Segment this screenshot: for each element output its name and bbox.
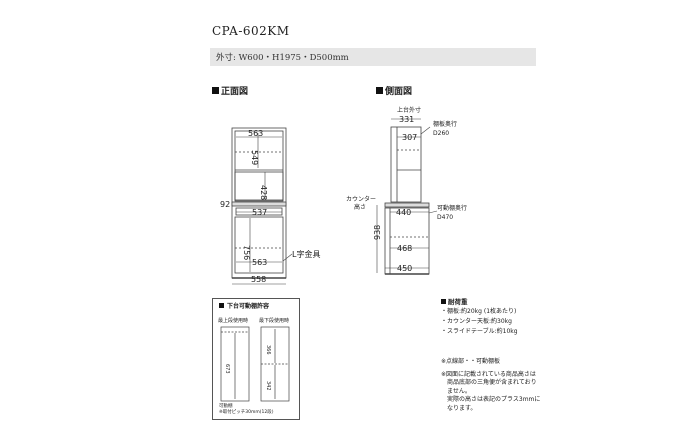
side-dim-counter-height: 938 bbox=[373, 225, 382, 240]
shelf-box-dim1: 673 bbox=[224, 364, 230, 374]
shelf-box-title: 下台可動棚許容 bbox=[227, 302, 269, 310]
front-view-drawing bbox=[231, 127, 287, 279]
outer-size-text: 外寸: W600・H1975・D500mm bbox=[216, 53, 349, 63]
side-dim-lower-depth-2: 450 bbox=[397, 264, 412, 273]
side-shelf-depth-value: D260 bbox=[433, 130, 449, 137]
side-shelf-depth-label: 棚板奥行 bbox=[433, 120, 457, 128]
front-dim-bottom-width: 563 bbox=[252, 258, 267, 267]
bullet-square-icon bbox=[376, 87, 383, 94]
shelf-allowance-box: 下台可動棚許容 最上段使用時 最下段使用時 673 366 342 可動棚 ※取… bbox=[212, 298, 300, 420]
front-upper-compartment bbox=[234, 130, 284, 202]
side-dim-upper-outer: 331 bbox=[399, 115, 414, 124]
side-movable-shelf-label: 可動棚奥行 bbox=[437, 204, 467, 212]
front-dim-middle-height: 428 bbox=[259, 185, 268, 200]
side-upper-outline bbox=[390, 126, 422, 203]
movable-shelf-leader bbox=[428, 210, 438, 214]
front-dim-left-height: 92 bbox=[220, 200, 230, 209]
front-dim-top-width: 563 bbox=[248, 129, 263, 138]
model-title: CPA-602KM bbox=[212, 24, 290, 38]
front-dim-overall-width: 558 bbox=[251, 275, 266, 284]
side-dimension-lines bbox=[376, 118, 438, 273]
outer-size-bar: 外寸: W600・H1975・D500mm bbox=[210, 48, 536, 66]
note-line: ※図面に記載されている商品高さは bbox=[441, 370, 536, 378]
front-lower-compartment bbox=[234, 216, 284, 274]
bullet-square-icon bbox=[219, 303, 224, 308]
front-dim-lower-height: 756 bbox=[242, 245, 251, 260]
side-dim-shelf-depth: 307 bbox=[402, 133, 417, 142]
front-dim-counter-width: 537 bbox=[252, 208, 267, 217]
note-line: ※点線部・・可動棚板 bbox=[441, 358, 501, 365]
bullet-square-icon bbox=[441, 299, 446, 304]
load-item: ・スライドテーブル:約10kg bbox=[441, 328, 518, 335]
side-movable-shelf-value: D470 bbox=[437, 214, 453, 221]
load-capacity-section: 耐荷重 ・棚板:約20kg (1枚あたり) ・カウンター天板:約30kg ・スラ… bbox=[441, 297, 518, 337]
notes-section: ※点線部・・可動棚板 ※図面に記載されている商品高さは 商品底部の三角便が含まれ… bbox=[441, 358, 553, 413]
side-view-heading: 側面図 bbox=[376, 84, 412, 97]
shelf-box-col2: 最下段使用時 bbox=[259, 317, 289, 324]
shelf-box-col1: 最上段使用時 bbox=[218, 317, 248, 324]
shelf-diagram-top-used bbox=[220, 326, 250, 402]
note-line: なります。 bbox=[441, 404, 477, 412]
front-counter-top bbox=[231, 201, 287, 207]
shelf-depth-leader bbox=[420, 126, 431, 135]
shelf-box-foot2: ※取付ピッチ30mm(12段) bbox=[219, 408, 274, 415]
side-upper-outer-label: 上台外寸 bbox=[397, 106, 421, 114]
shelf-box-foot1: 可動棚 bbox=[219, 402, 233, 409]
note-line: ません。 bbox=[441, 387, 471, 395]
l-bracket-leader bbox=[282, 253, 293, 262]
note-line: 商品底部の三角便が含まれており bbox=[441, 379, 537, 386]
front-view-heading: 正面図 bbox=[212, 84, 248, 97]
front-middle-compartment bbox=[234, 171, 284, 201]
side-counter-top bbox=[384, 202, 430, 208]
front-view-heading-text: 正面図 bbox=[221, 87, 249, 97]
load-item: ・カウンター天板:約30kg bbox=[441, 318, 512, 325]
front-slide-table bbox=[235, 207, 283, 216]
load-capacity-title-text: 耐荷重 bbox=[448, 298, 468, 306]
load-item: ・棚板:約20kg (1枚あたり) bbox=[441, 308, 517, 315]
side-view-heading-text: 側面図 bbox=[385, 87, 413, 97]
side-counter-label-2: 高さ bbox=[354, 203, 366, 211]
side-view-drawing bbox=[384, 126, 430, 275]
bullet-square-icon bbox=[212, 87, 219, 94]
note-line: 実際の高さは表記のプラス3mmに bbox=[441, 396, 541, 403]
side-dim-lower-depth-1: 468 bbox=[397, 244, 412, 253]
shelf-box-dim3: 342 bbox=[265, 381, 271, 391]
shelf-allowance-drawing: 下台可動棚許容 最上段使用時 最下段使用時 673 366 342 可動棚 ※取… bbox=[218, 302, 290, 415]
front-dimension-lines bbox=[232, 133, 293, 285]
side-dim-counter-depth: 440 bbox=[396, 208, 411, 217]
side-counter-label-1: カウンター bbox=[346, 195, 376, 203]
shelf-box-dim2: 366 bbox=[265, 345, 271, 355]
load-capacity-title: 耐荷重 bbox=[441, 297, 518, 307]
l-bracket-label: L字金具 bbox=[292, 249, 320, 259]
front-dim-upper-height: 549 bbox=[250, 150, 259, 165]
